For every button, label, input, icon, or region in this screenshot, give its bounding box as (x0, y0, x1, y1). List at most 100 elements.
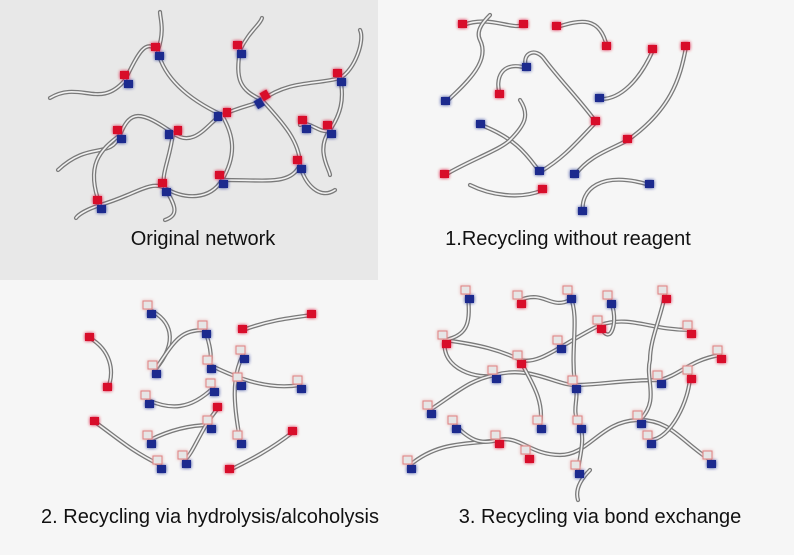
polymer-chain (452, 422, 593, 503)
exchanged-bond-blue (460, 285, 474, 303)
polymer-chain (219, 127, 333, 183)
polymer-chain (236, 47, 338, 196)
exchanged-bond-blue (487, 365, 501, 383)
exchanged-bond-blue (202, 415, 216, 433)
caption-recycling-without-reagent: 1.Recycling without reagent (445, 228, 691, 250)
dynamic-bond-crosslink (158, 179, 171, 196)
polymer-chain (75, 51, 233, 219)
caption-recycling-hydrolysis: 2. Recycling via hydrolysis/alcoholysis (41, 506, 379, 528)
exchanged-bond-red (512, 290, 526, 308)
polymer-chain (444, 320, 691, 362)
exchanged-bond-blue (152, 455, 166, 473)
polymer-chain (581, 179, 651, 213)
red-end-group (681, 42, 690, 50)
red-end-group (648, 45, 657, 53)
polymer-chain (237, 15, 345, 134)
red-end-group (519, 20, 528, 28)
exchanged-bond-blue (572, 415, 586, 433)
exchanged-bond-blue (567, 375, 581, 393)
dynamic-bond-crosslink (333, 69, 346, 86)
polymer-chain (580, 177, 653, 215)
polymer-chain (93, 134, 121, 206)
exchanged-bond-blue (202, 355, 216, 373)
polymer-chain (572, 137, 631, 178)
exchanged-bond-red (682, 320, 696, 338)
exchanged-bond-blue (142, 430, 156, 448)
red-end-group (288, 427, 297, 435)
exchanged-bond-blue (232, 430, 246, 448)
dynamic-bond-crosslink (293, 156, 306, 173)
red-end-group (225, 465, 234, 473)
exchanged-bond-blue (197, 320, 211, 338)
blue-end-group (476, 120, 485, 128)
blue-end-group (645, 180, 654, 188)
exchanged-bond-blue (632, 410, 646, 428)
polymer-chain (574, 139, 629, 176)
red-end-group (538, 185, 547, 193)
exchanged-bond-blue (447, 415, 461, 433)
polymer-chain (242, 314, 313, 331)
polymer-chain (443, 12, 493, 105)
exchanged-bond-red (682, 365, 696, 383)
red-end-group (213, 403, 222, 411)
polymer-chain (637, 292, 668, 423)
polymer-chain (445, 14, 491, 103)
dynamic-bond-crosslink (151, 43, 164, 60)
polymer-chain (154, 329, 206, 371)
polymer-chain (599, 49, 654, 100)
exchanged-bond-blue (292, 375, 306, 393)
caption-original-network: Original network (130, 228, 276, 250)
caption-recycling-bond-exchange: 3. Recycling via bond exchange (458, 506, 742, 528)
exchanged-bond-blue (532, 415, 546, 433)
red-end-group (495, 90, 504, 98)
blue-end-group (535, 167, 544, 175)
polymer-chain (444, 99, 526, 176)
red-end-group (591, 117, 600, 125)
polymer-chain (597, 47, 656, 102)
dynamic-bond-crosslink (323, 121, 336, 138)
polymer-chain (147, 387, 214, 408)
dynamic-bond-crosslink (113, 126, 126, 143)
exchanged-bond-blue (562, 285, 576, 303)
polymer-chain (556, 21, 608, 48)
exchanged-bond-blue (232, 372, 246, 390)
exchanged-bond-red (437, 330, 451, 348)
polymer-chain (184, 407, 219, 461)
polymer-chain (625, 44, 689, 143)
exchanged-bond-blue (652, 370, 666, 388)
dynamic-bond-crosslink (93, 196, 106, 213)
polymer-chain (539, 121, 597, 173)
exchanged-bond-blue (552, 335, 566, 353)
polymer-chain (639, 294, 666, 421)
exchanged-bond-blue (570, 460, 584, 478)
exchanged-bond-blue (177, 450, 191, 468)
blue-end-group (570, 170, 579, 178)
blue-end-group (578, 207, 587, 215)
polymer-chain (209, 364, 301, 388)
blue-end-group (441, 97, 450, 105)
red-end-group (85, 333, 94, 341)
exchanged-bond-blue (642, 430, 656, 448)
polymer-chain (94, 421, 161, 466)
red-end-group (103, 383, 112, 391)
exchanged-bond-blue (140, 390, 154, 408)
exchanged-bond-blue (702, 450, 716, 468)
dynamic-bond-crosslink (253, 89, 271, 110)
blue-end-group (522, 63, 531, 71)
dynamic-bond-crosslink (215, 171, 228, 188)
polymer-chain (161, 130, 177, 223)
exchanged-bond-blue (402, 455, 416, 473)
dynamic-bond-crosslink (214, 108, 231, 121)
polymer-chain (480, 124, 541, 173)
polymer-chain (478, 122, 543, 175)
red-end-group (458, 20, 467, 28)
polymer-chain (232, 352, 246, 443)
exchanged-bond-blue (602, 290, 616, 308)
exchanged-bond-blue (147, 360, 161, 378)
red-end-group (623, 135, 632, 143)
polymer-chain (237, 49, 336, 194)
exchanged-bond-red (490, 430, 504, 448)
exchanged-bond-blue (422, 400, 436, 418)
